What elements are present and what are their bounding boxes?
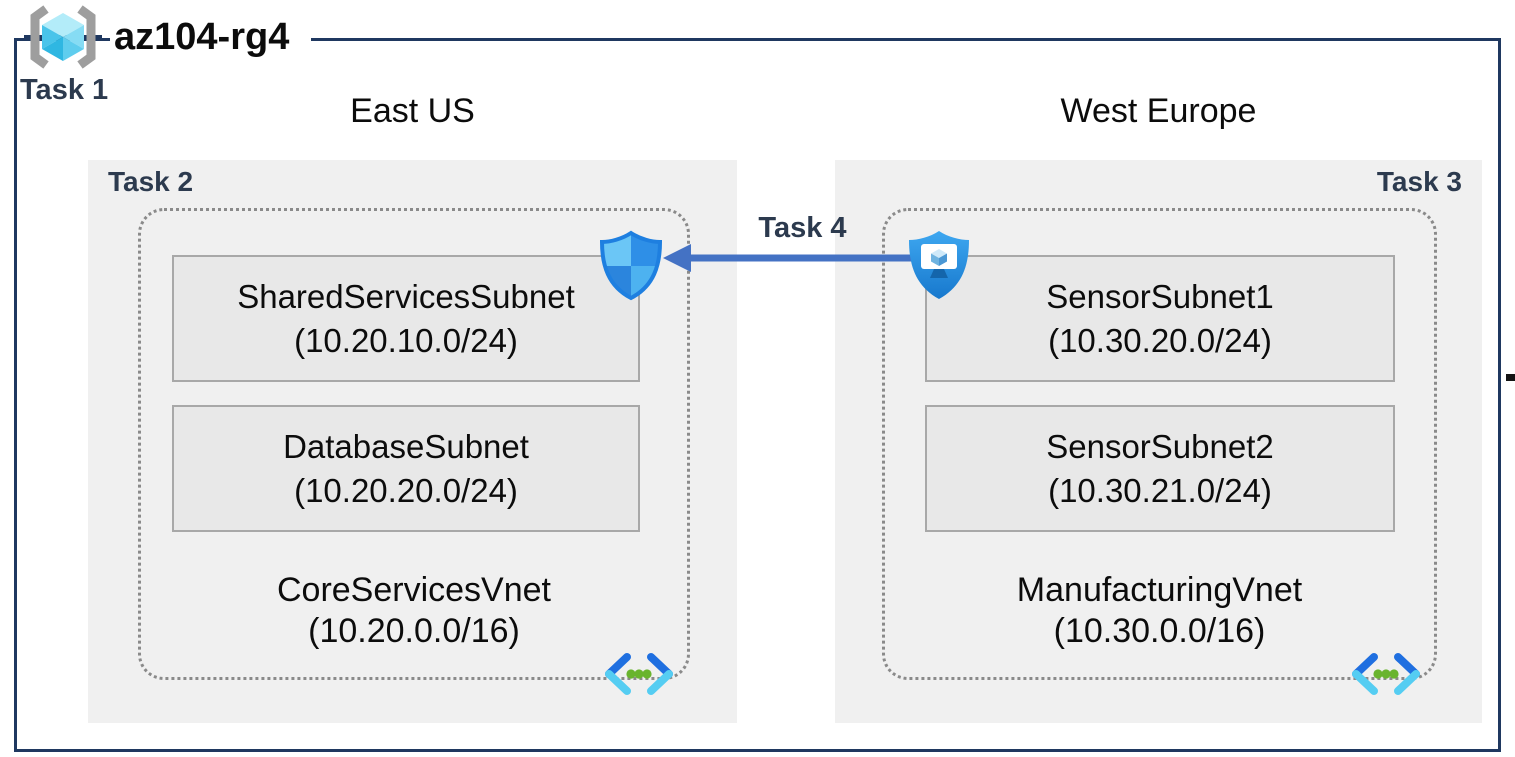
virtual-network-icon bbox=[605, 653, 673, 695]
vnet-cidr: (10.30.0.0/16) bbox=[1053, 612, 1266, 650]
vnet-container-manufacturing bbox=[882, 208, 1437, 680]
subnet-box-database: DatabaseSubnet (10.20.20.0/24) bbox=[172, 405, 640, 532]
subnet-name: DatabaseSubnet bbox=[283, 427, 529, 465]
network-security-group-icon bbox=[599, 230, 663, 301]
resource-group-title: az104-rg4 bbox=[110, 14, 312, 60]
edge-tick-mark bbox=[1506, 374, 1515, 381]
application-security-group-icon bbox=[909, 231, 969, 299]
vnet-name: ManufacturingVnet bbox=[1016, 571, 1303, 609]
resource-group-border bbox=[14, 38, 1501, 752]
vnet-cidr: (10.20.0.0/16) bbox=[308, 612, 520, 650]
vnet-container-coreservices bbox=[138, 208, 690, 680]
task4-label: Task 4 bbox=[758, 212, 847, 244]
subnet-cidr: (10.20.10.0/24) bbox=[294, 321, 518, 359]
peering-arrow bbox=[663, 244, 947, 272]
subnet-cidr: (10.30.20.0/24) bbox=[1048, 321, 1272, 359]
resource-group-icon bbox=[24, 5, 102, 69]
vnet-label-coreservices: CoreServicesVnet (10.20.0.0/16) bbox=[138, 570, 690, 652]
subnet-box-sensorsubnet1: SensorSubnet1 (10.30.20.0/24) bbox=[925, 255, 1395, 382]
virtual-network-icon bbox=[1352, 653, 1420, 695]
vnet-label-manufacturing: ManufacturingVnet (10.30.0.0/16) bbox=[882, 570, 1437, 652]
subnet-cidr: (10.30.21.0/24) bbox=[1048, 471, 1272, 509]
subnet-box-sharedservices: SharedServicesSubnet (10.20.10.0/24) bbox=[172, 255, 640, 382]
region-title-west-europe: West Europe bbox=[1060, 92, 1257, 130]
region-title-east-us: East US bbox=[350, 92, 475, 130]
task2-label: Task 2 bbox=[108, 166, 194, 197]
subnet-box-sensorsubnet2: SensorSubnet2 (10.30.21.0/24) bbox=[925, 405, 1395, 532]
task1-label: Task 1 bbox=[20, 74, 119, 107]
subnet-name: SharedServicesSubnet bbox=[237, 277, 575, 315]
subnet-cidr: (10.20.20.0/24) bbox=[294, 471, 518, 509]
subnet-name: SensorSubnet1 bbox=[1046, 277, 1274, 315]
vnet-name: CoreServicesVnet bbox=[276, 571, 551, 609]
task3-label: Task 3 bbox=[1376, 166, 1462, 197]
subnet-name: SensorSubnet2 bbox=[1046, 427, 1274, 465]
